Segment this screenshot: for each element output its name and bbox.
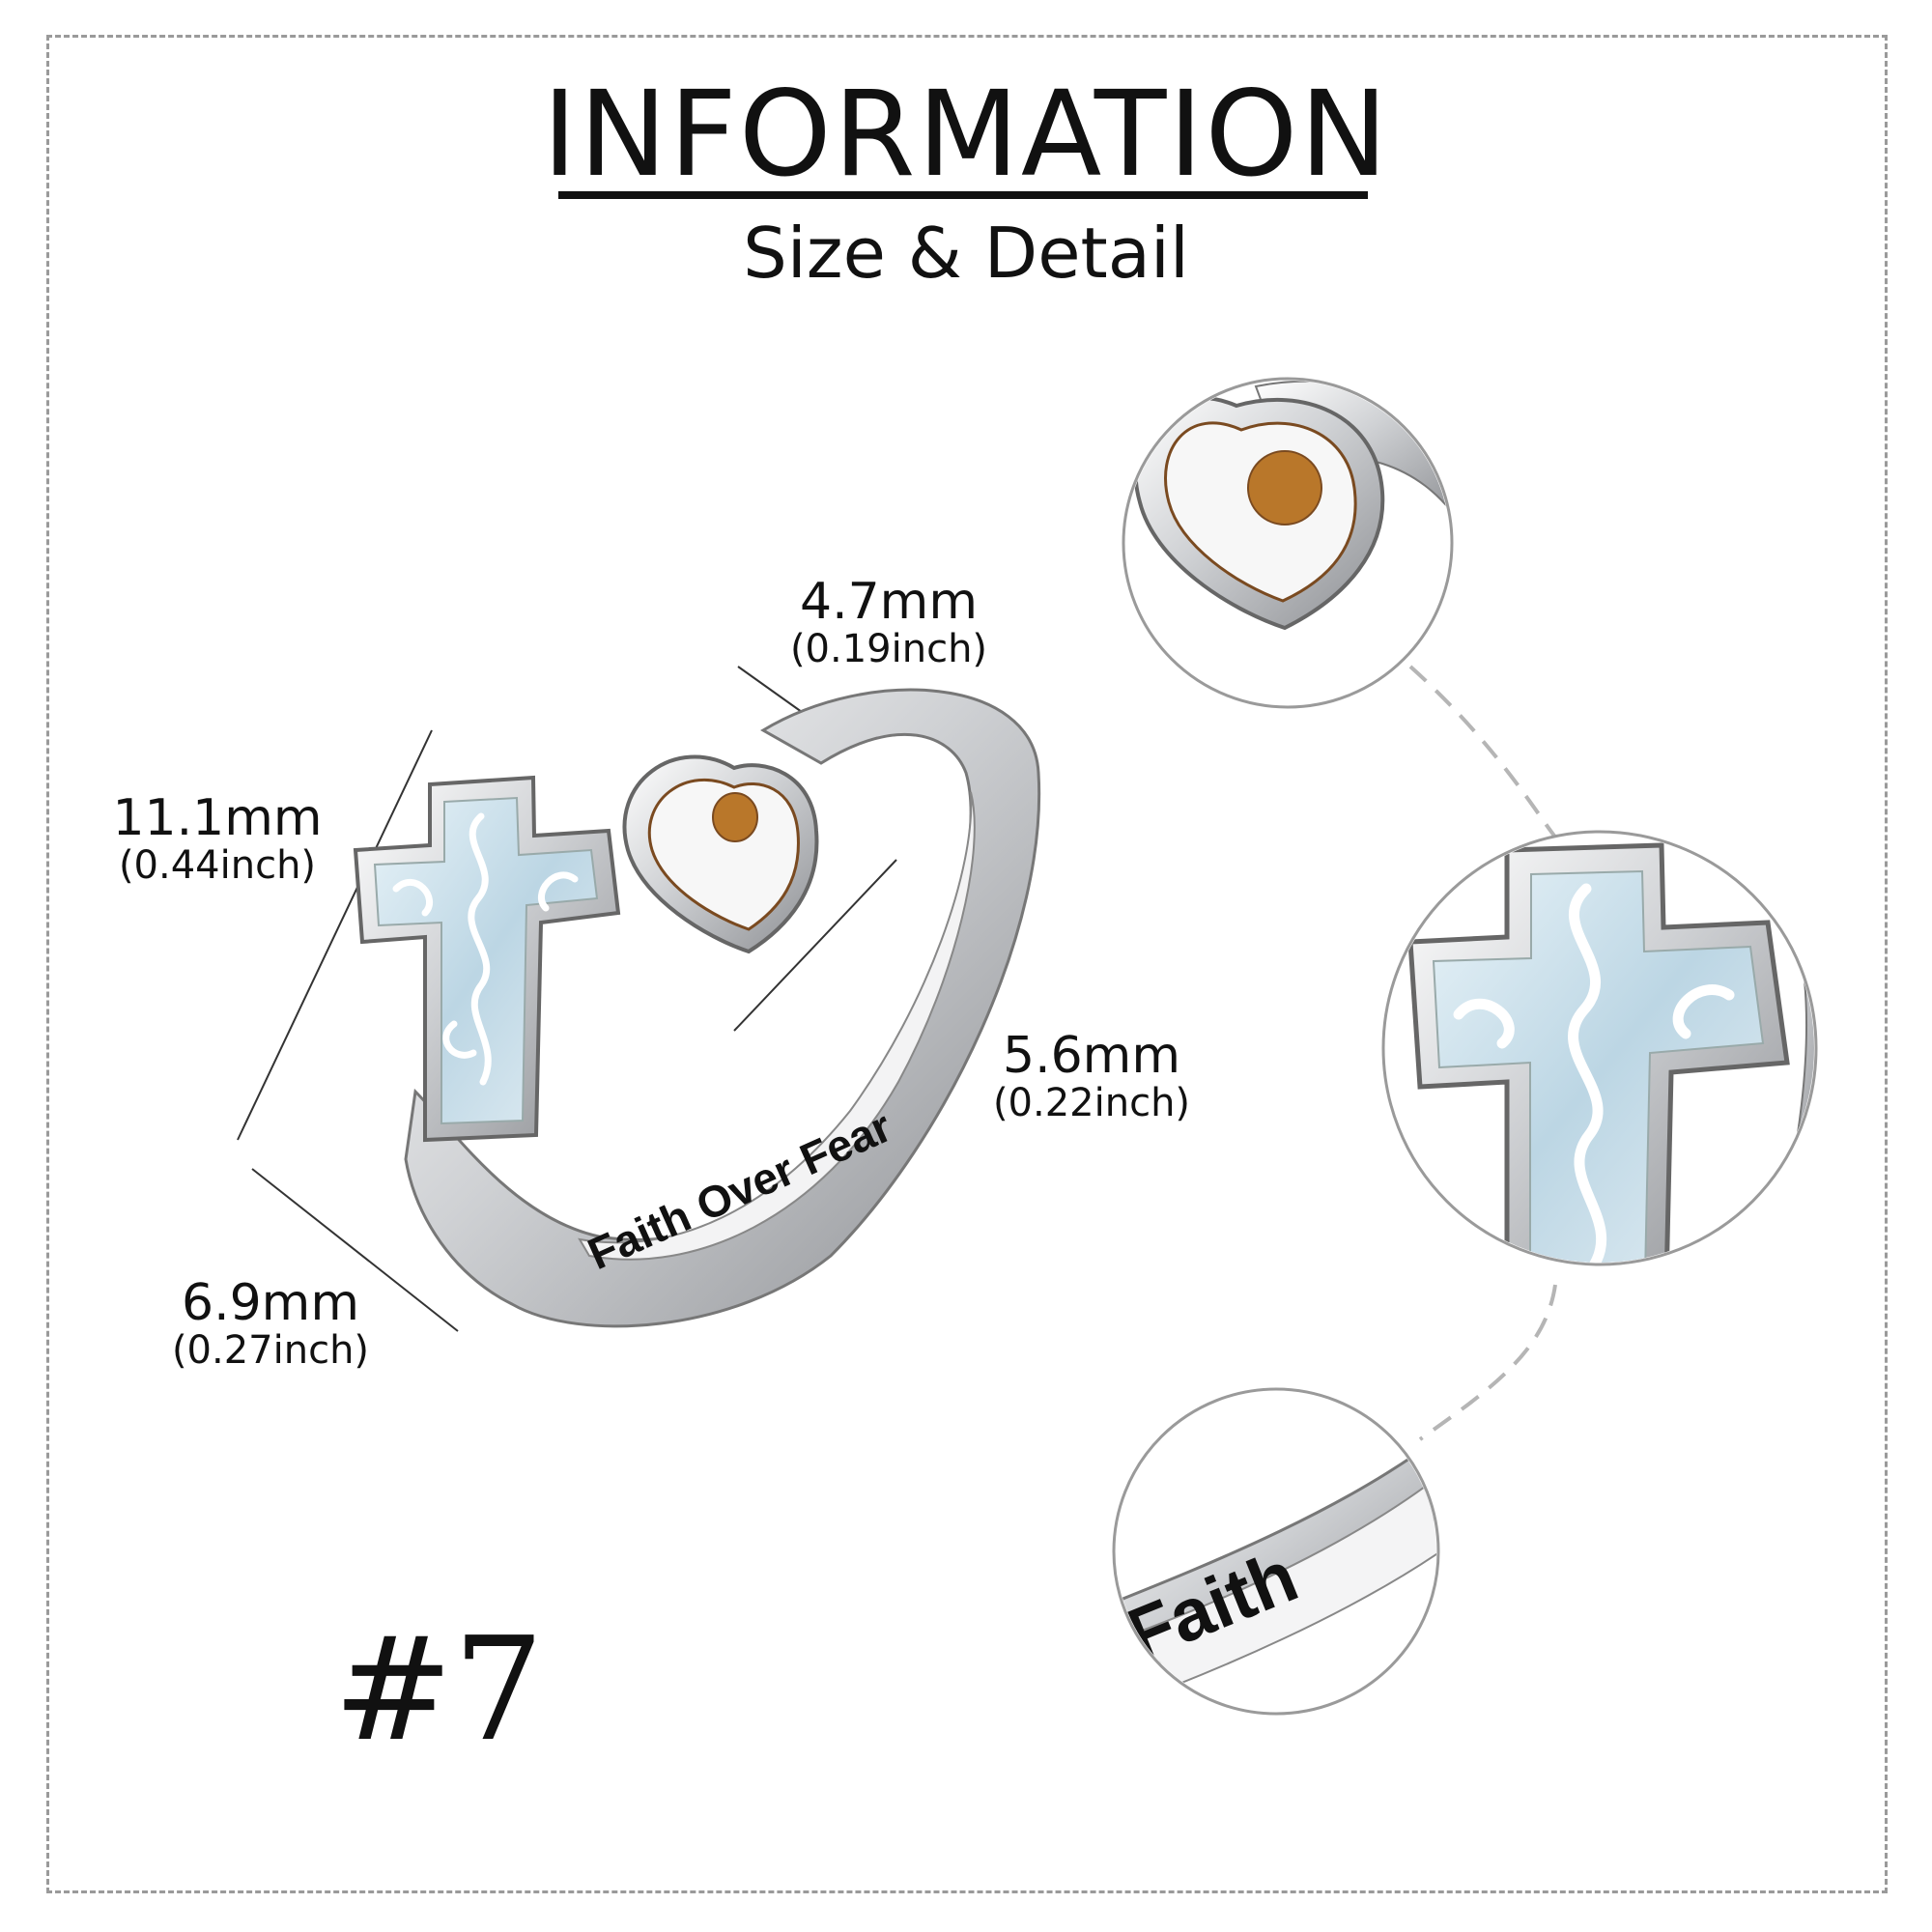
detail-circle-engraving: Faith	[1112, 1387, 1440, 1716]
detail-circle-cross	[1381, 830, 1818, 1266]
band-width-mm: 4.7mm	[799, 573, 978, 631]
ring-image: Faith Over Fear	[353, 688, 1041, 1328]
model-number: #7	[333, 1606, 545, 1773]
cross-width-mm: 6.9mm	[181, 1274, 359, 1332]
heart-size-inch: (0.22inch)	[992, 1080, 1191, 1125]
detail-circle-heart	[1122, 377, 1454, 709]
cross-width-line	[251, 1168, 459, 1332]
dashed-frame	[46, 35, 1888, 1893]
mustard-seed	[712, 792, 758, 842]
cross-charm	[353, 775, 621, 1143]
cross-width-label: 6.9mm (0.27inch)	[155, 1277, 386, 1371]
page-subtitle: Size & Detail	[743, 213, 1189, 294]
heart-size-mm: 5.6mm	[1002, 1027, 1180, 1085]
title-underline	[558, 191, 1368, 199]
band-width-label: 4.7mm (0.19inch)	[773, 576, 1005, 669]
cross-height-mm: 11.1mm	[112, 789, 323, 847]
heart-size-line	[733, 859, 897, 1032]
page-title: INFORMATION	[542, 66, 1390, 203]
cross-height-inch: (0.44inch)	[118, 842, 317, 888]
cross-width-inch: (0.27inch)	[171, 1327, 370, 1373]
cross-height-label: 11.1mm (0.44inch)	[101, 792, 333, 886]
band-width-inch: (0.19inch)	[789, 626, 988, 671]
heart-charm	[622, 754, 819, 954]
connector-arc-top	[1408, 665, 1567, 850]
heart-size-label: 5.6mm (0.22inch)	[976, 1030, 1208, 1123]
cross-height-line	[237, 729, 433, 1141]
connector-arc-bottom	[1418, 1284, 1557, 1441]
ring-inner-band	[578, 791, 976, 1261]
